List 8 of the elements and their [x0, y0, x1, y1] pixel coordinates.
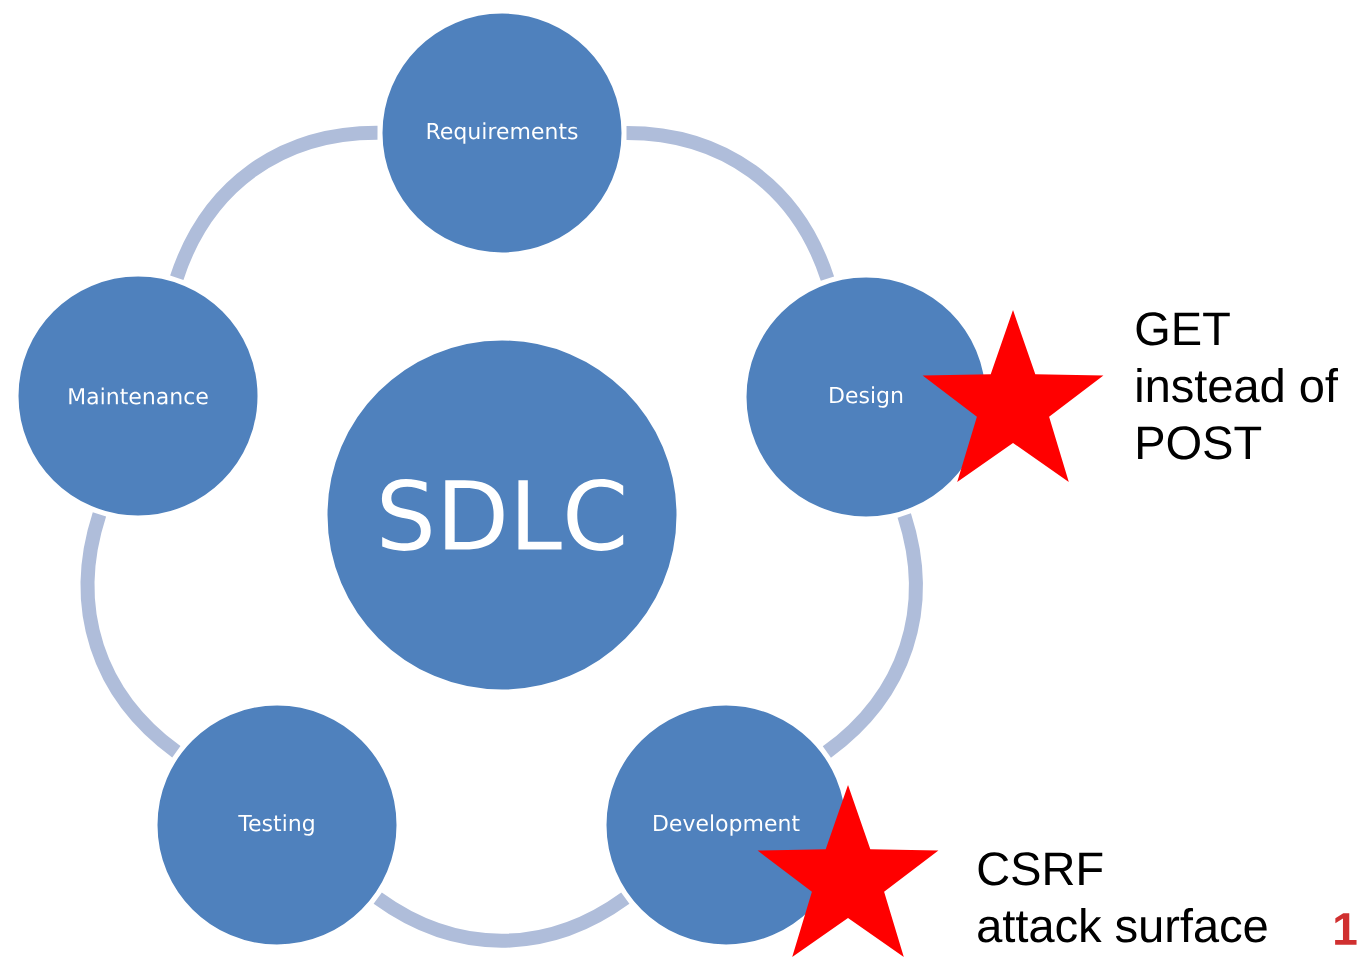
slide-number: 1 — [1335, 913, 1357, 945]
ring-arc — [373, 892, 630, 948]
annotation-text: GET instead of POST — [1136, 312, 1338, 460]
ring-arc — [80, 512, 181, 758]
ring-arc — [170, 125, 378, 281]
annotation-text: CSRF attack surface — [978, 852, 1267, 943]
ring-arc — [822, 513, 923, 758]
ring-arc — [626, 125, 834, 282]
